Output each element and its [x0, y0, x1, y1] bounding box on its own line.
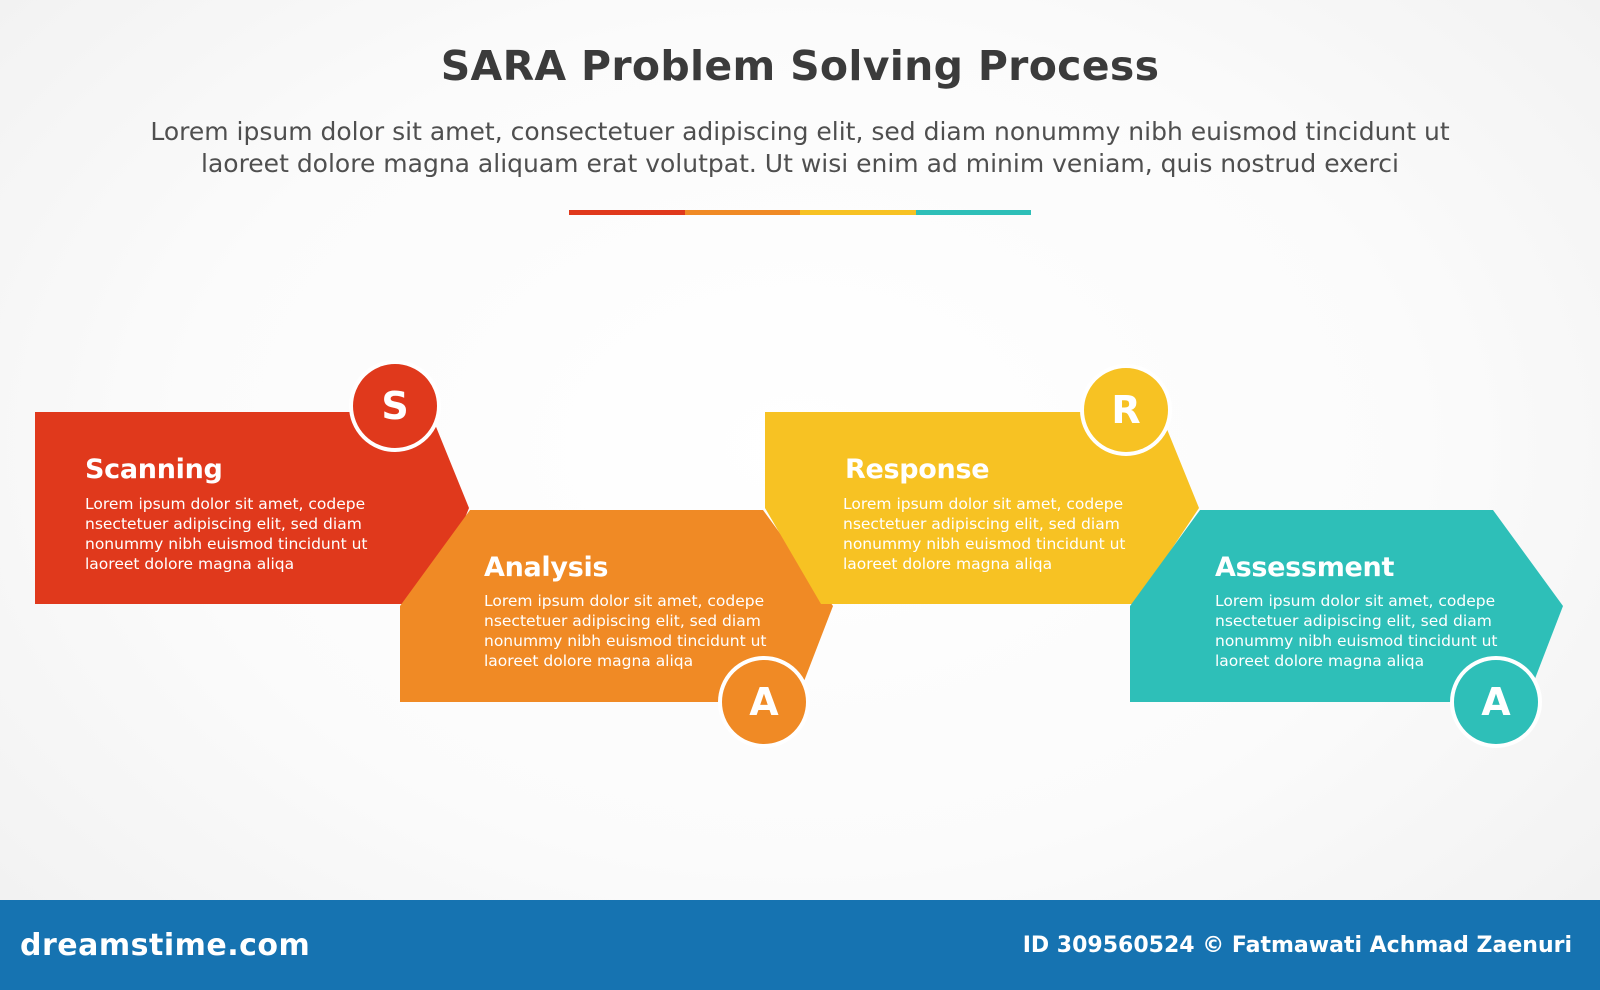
- step-badge-a: A: [1450, 656, 1542, 748]
- step-arrow: [765, 412, 1199, 604]
- footer-logo[interactable]: dreamstime.com: [20, 927, 311, 963]
- badge-letter: R: [1111, 388, 1141, 432]
- step-badge-a: A: [718, 656, 810, 748]
- page-subtitle: Lorem ipsum dolor sit amet, consectetuer…: [150, 117, 1450, 178]
- step-shape-scanning: [35, 412, 475, 604]
- step-badge-s: S: [349, 360, 441, 452]
- step-badge-r: R: [1080, 364, 1172, 456]
- step-title: Response: [845, 454, 990, 485]
- footer-bar: dreamstime.com ID 309560524 © Fatmawati …: [0, 900, 1600, 990]
- step-arrow: [400, 510, 833, 702]
- step-shape-response: [765, 412, 1205, 604]
- divider-segment: [569, 210, 685, 215]
- divider-segment: [800, 210, 916, 215]
- color-divider: [569, 210, 1031, 215]
- sara-diagram: S Scanning Lorem ipsum dolor sit amet, c…: [35, 360, 1570, 748]
- page-title: SARA Problem Solving Process: [440, 42, 1160, 90]
- step-shape-assessment: [1130, 510, 1570, 702]
- badge-letter: A: [1481, 680, 1511, 724]
- step-description: Lorem ipsum dolor sit amet, codepe nsect…: [484, 592, 767, 670]
- step-description: Lorem ipsum dolor sit amet, codepe nsect…: [85, 495, 368, 573]
- step-arrow: [1130, 510, 1563, 702]
- step-description: Lorem ipsum dolor sit amet, codepe nsect…: [843, 495, 1126, 573]
- step-shape-analysis: [400, 510, 840, 702]
- footer-credit: ID 309560524 © Fatmawati Achmad Zaenuri: [1022, 932, 1572, 958]
- step-description: Lorem ipsum dolor sit amet, codepe nsect…: [1215, 592, 1498, 670]
- badge-letter: A: [749, 680, 779, 724]
- divider-segment: [915, 210, 1031, 215]
- step-title: Analysis: [484, 552, 609, 583]
- badge-letter: S: [381, 384, 409, 428]
- divider-segment: [684, 210, 800, 215]
- step-arrow: [35, 412, 469, 604]
- step-title: Assessment: [1215, 552, 1395, 583]
- step-title: Scanning: [85, 454, 223, 485]
